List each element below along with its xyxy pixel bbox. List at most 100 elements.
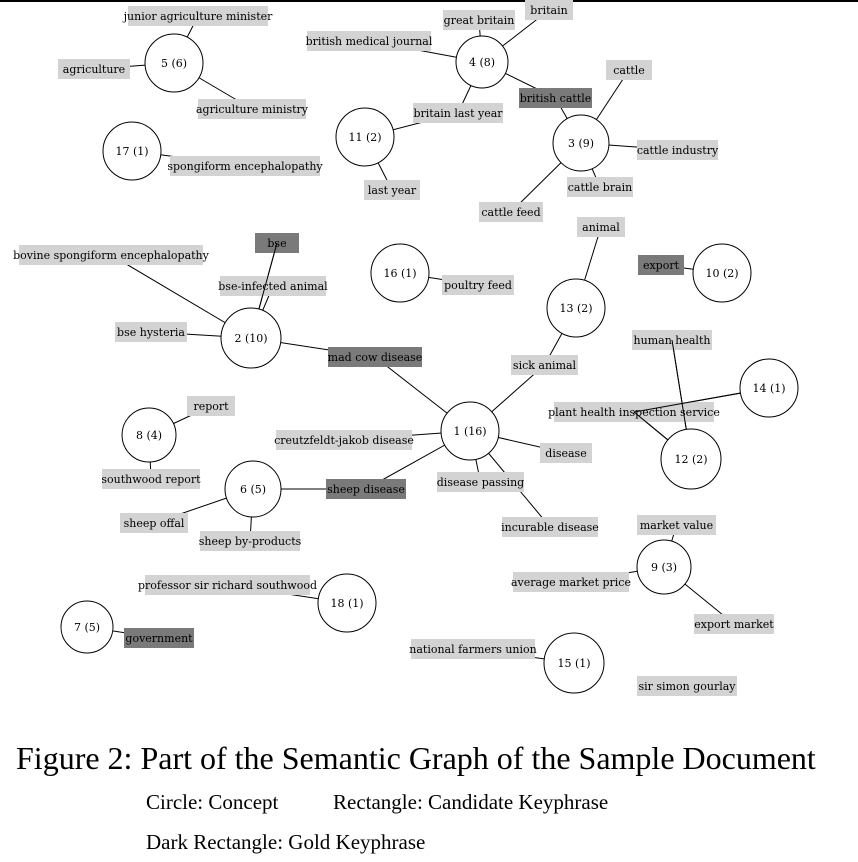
candidate-keyphrase-britain-last-year: britain last year [413,103,503,123]
keyphrase-box [442,275,514,295]
keyphrase-label: great britain [444,14,515,27]
keyphrase-label: incurable disease [501,521,599,534]
keyphrase-label: sir simon gourlay [638,680,736,693]
keyphrase-box [511,355,578,375]
candidate-keyphrase-britain: britain [525,0,573,20]
keyphrase-box [102,469,200,489]
concept-node-18: 18 (1) [317,573,377,633]
concept-label: 4 (8) [469,56,495,69]
concept-label: 11 (2) [348,131,381,144]
keyphrase-label: average market price [511,576,631,589]
concepts-layer: 5 (6) 4 (8) 17 (1) 11 (2) 3 (9) 16 (1) 10 (2) 1… [60,33,799,694]
keyphrase-label: sheep by-products [199,535,302,548]
keyphrase-label: sheep offal [124,517,185,530]
concept-node-5: 5 (6) [144,33,204,93]
keyphrase-label: market value [640,519,713,532]
keyphrase-label: government [125,632,193,645]
candidate-keyphrase-sick-animal: sick animal [511,355,578,375]
keyphrase-label: southwood report [101,473,201,486]
concept-label: 13 (2) [559,302,592,315]
keyphrase-box [638,255,684,275]
gold-keyphrase-export: export [638,255,684,275]
keyphrase-box [187,396,235,416]
legend-dark-rectangle: Dark Rectangle: Gold Keyphrase [146,830,426,854]
concept-node-16: 16 (1) [370,243,430,303]
concept-node-11: 11 (2) [335,107,395,167]
candidate-keyphrase-cattle-brain: cattle brain [567,177,633,197]
keyphrase-label: creutzfeldt-jakob disease [274,434,414,447]
keyphrase-box [540,443,592,463]
concept-node-3: 3 (9) [552,114,610,172]
concept-circle [692,243,752,303]
concept-label: 15 (1) [557,657,590,670]
keyphrase-box [276,430,412,450]
keyphrase-label: bse hysteria [117,326,185,339]
concept-label: 16 (1) [383,267,416,280]
concept-circle [636,539,692,595]
keyphrase-box [364,180,420,200]
keyphrase-box [198,99,306,119]
keyphrase-label: britain last year [413,107,503,120]
candidate-keyphrase-nfu: national farmers union [409,639,537,659]
candidate-keyphrase-cattle-industry: cattle industry [637,140,719,160]
top-border [0,0,858,2]
gold-keyphrase-british-cattle: british cattle [519,88,592,108]
concept-label: 9 (3) [651,561,677,574]
keyphrase-box [513,572,629,592]
keyphrase-box [637,676,737,696]
keyphrase-box [128,6,268,26]
concept-node-9: 9 (3) [636,539,692,595]
candidate-keyphrase-bse-hysteria: bse hysteria [115,322,187,342]
concept-node-10: 10 (2) [692,243,752,303]
keyphrase-label: poultry feed [444,279,512,292]
concept-circle [144,33,204,93]
keyphrase-box [220,276,326,296]
concept-node-15: 15 (1) [543,632,605,694]
concept-node-1: 1 (16) [440,401,500,461]
candidate-keyphrase-cattle: cattle [606,60,652,80]
candidate-keyphrase-bovine: bovine spongiform encephalopathy [13,245,210,265]
concept-circle [121,407,177,463]
concept-circle [455,35,509,89]
keyphrase-label: export [643,259,680,272]
candidate-keyphrase-sheep-offal: sheep offal [120,513,188,533]
concept-node-14: 14 (1) [739,358,799,418]
keyphrase-label: report [193,400,229,413]
semantic-graph: junior agriculture minister agriculture ag… [13,0,799,696]
keyphrase-label: professor sir richard southwood [138,579,317,592]
concept-circle [739,358,799,418]
keyphrase-label: cattle feed [481,206,540,219]
concept-node-2: 2 (10) [220,307,282,369]
candidate-keyphrase-great-britain: great britain [443,10,515,30]
keyphrase-box [145,575,310,595]
keyphrase-label: britain [530,4,567,17]
keyphrase-box [694,614,774,634]
keyphrase-box [328,347,422,367]
keyphrase-box [326,479,406,499]
keyphrase-box [637,515,716,535]
keyphrase-box [170,156,320,176]
concept-circle [60,600,114,654]
legend-circle: Circle: Concept [146,790,279,814]
keyphrase-box [437,472,524,492]
keyphrase-label: british cattle [520,92,592,105]
candidate-keyphrase-sheep-byproducts: sheep by-products [199,531,302,551]
candidate-keyphrase-agri-ministry: agriculture ministry [196,99,309,119]
candidate-keyphrase-agriculture: agriculture [58,59,130,79]
concept-circle [224,460,282,518]
candidate-keyphrase-southwood-report: southwood report [101,469,201,489]
concept-node-17: 17 (1) [102,121,162,181]
concept-node-8: 8 (4) [121,407,177,463]
candidate-keyphrase-spongiform: spongiform encephalopathy [167,156,323,176]
keyphrase-label: bovine spongiform encephalopathy [13,249,210,262]
concept-node-6: 6 (5) [224,460,282,518]
concept-circle [220,307,282,369]
legend-rectangle: Rectangle: Candidate Keyphrase [333,790,609,814]
concept-label: 10 (2) [705,267,738,280]
keyphrase-label: export market [694,618,774,631]
candidate-keyphrase-cattle-feed: cattle feed [479,202,543,222]
concept-circle [335,107,395,167]
keyphrase-label: junior agriculture minister [122,10,274,23]
concept-label: 17 (1) [115,145,148,158]
concept-label: 8 (4) [136,429,162,442]
